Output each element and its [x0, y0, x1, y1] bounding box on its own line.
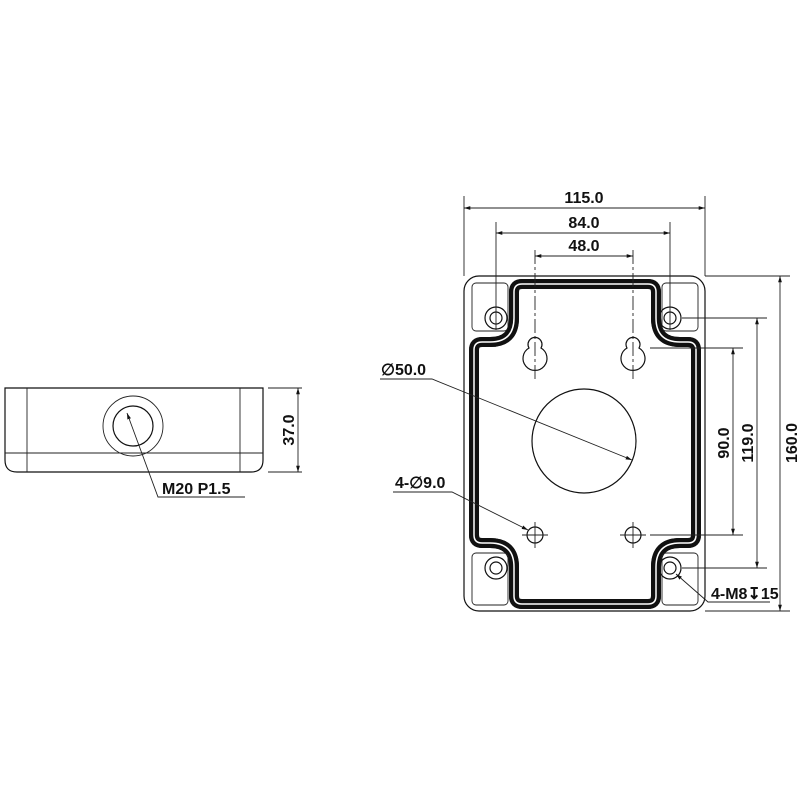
thread-leader [126, 412, 245, 498]
center-hole-leader [380, 378, 633, 461]
mount-hole-label: 4-∅9.0 [395, 475, 446, 492]
corner-pad [471, 552, 509, 606]
top-view: 115.0 84.0 48.0 160.0 119.0 90.0 ∅50.0 4… [380, 190, 800, 612]
height-dim-label: 37.0 [281, 414, 298, 445]
mount-hole [620, 522, 646, 548]
height-bolt-label: 119.0 [740, 423, 757, 462]
corner-pad [661, 282, 699, 332]
width-dimensions [463, 196, 706, 330]
cable-gland-boss [102, 395, 164, 457]
mount-hole-leader [393, 491, 529, 531]
height-hole-label: 90.0 [716, 427, 733, 458]
box-outline [463, 275, 706, 612]
bolt-hole [484, 556, 508, 580]
width-overall-label: 115.0 [564, 190, 603, 207]
center-hole-label: ∅50.0 [381, 362, 426, 379]
mount-hole [522, 522, 548, 548]
corner-pad [661, 552, 699, 606]
width-keyhole-label: 48.0 [568, 238, 599, 255]
bolt-leader [675, 573, 770, 603]
height-overall-label: 160.0 [784, 423, 800, 463]
center-hole [531, 388, 637, 494]
height-dimensions [650, 275, 790, 612]
bolt-label: 4-M8↧15 [711, 586, 779, 603]
width-bolt-label: 84.0 [568, 215, 599, 232]
side-outline [4, 387, 264, 473]
side-view: M20 P1.5 37.0 [4, 387, 302, 498]
keyhole-slot [620, 250, 646, 380]
thread-label: M20 P1.5 [162, 481, 231, 498]
gasket-channel [469, 279, 701, 609]
corner-pad [471, 282, 509, 332]
bolt-hole [658, 556, 682, 580]
cable-gland-hole [112, 405, 154, 447]
keyhole-slot [522, 250, 548, 380]
